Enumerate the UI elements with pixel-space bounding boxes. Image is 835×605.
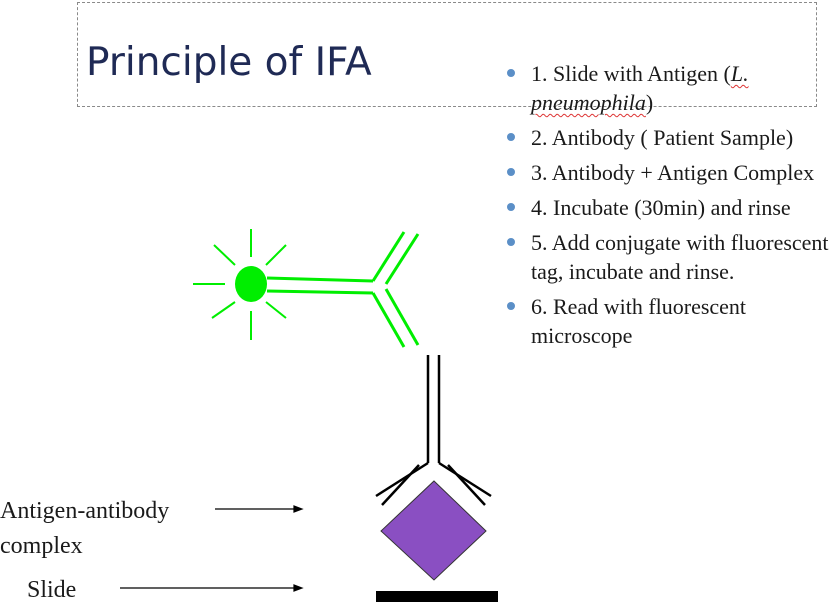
- title-placeholder-box: [77, 2, 817, 107]
- slide-title: Principle of IFA: [86, 40, 372, 85]
- antigen-diamond: [380, 480, 487, 581]
- bullet-1-suffix: ): [645, 90, 654, 115]
- bullet-item-1: 1. Slide with Antigen (L. pneumophila): [505, 59, 835, 117]
- label-complex: complex: [0, 533, 83, 559]
- label-antigen-antibody: Antigen-antibody: [0, 498, 170, 524]
- bullet-item-2: 2. Antibody ( Patient Sample): [505, 123, 835, 152]
- bullet-4-text: 4. Incubate (30min) and rinse: [531, 195, 791, 220]
- bullet-list: 1. Slide with Antigen (L. pneumophila) 2…: [505, 59, 835, 356]
- bullet-item-3: 3. Antibody + Antigen Complex: [505, 158, 835, 187]
- conjugate-antibody: [266, 231, 420, 348]
- fluorescent-rays: [193, 229, 287, 340]
- bullet-1-prefix: 1. Slide with Antigen (: [531, 61, 731, 86]
- bullet-icon: [507, 168, 515, 176]
- bullet-item-6: 6. Read with fluorescent microscope: [505, 292, 835, 350]
- fluorescent-tag-icon: [235, 266, 267, 302]
- label-slide: Slide: [27, 577, 77, 603]
- bullet-2-text: 2. Antibody ( Patient Sample): [531, 125, 794, 150]
- bullet-icon: [507, 69, 515, 77]
- bullet-icon: [507, 203, 515, 211]
- bullet-5-text: 5. Add conjugate with fluorescent tag, i…: [531, 230, 829, 284]
- bullet-icon: [507, 133, 515, 141]
- bullet-item-5: 5. Add conjugate with fluorescent tag, i…: [505, 228, 835, 286]
- slide-bar: [376, 591, 498, 602]
- bullet-item-4: 4. Incubate (30min) and rinse: [505, 193, 835, 222]
- bullet-3-text: 3. Antibody + Antigen Complex: [531, 160, 815, 185]
- bullet-1-organism: L. pneumophila: [531, 61, 749, 115]
- patient-antibody: [375, 355, 492, 506]
- bullet-icon: [507, 302, 515, 310]
- bullet-6-text: 6. Read with fluorescent microscope: [531, 294, 747, 348]
- arrows: [120, 505, 304, 592]
- bullet-icon: [507, 238, 515, 246]
